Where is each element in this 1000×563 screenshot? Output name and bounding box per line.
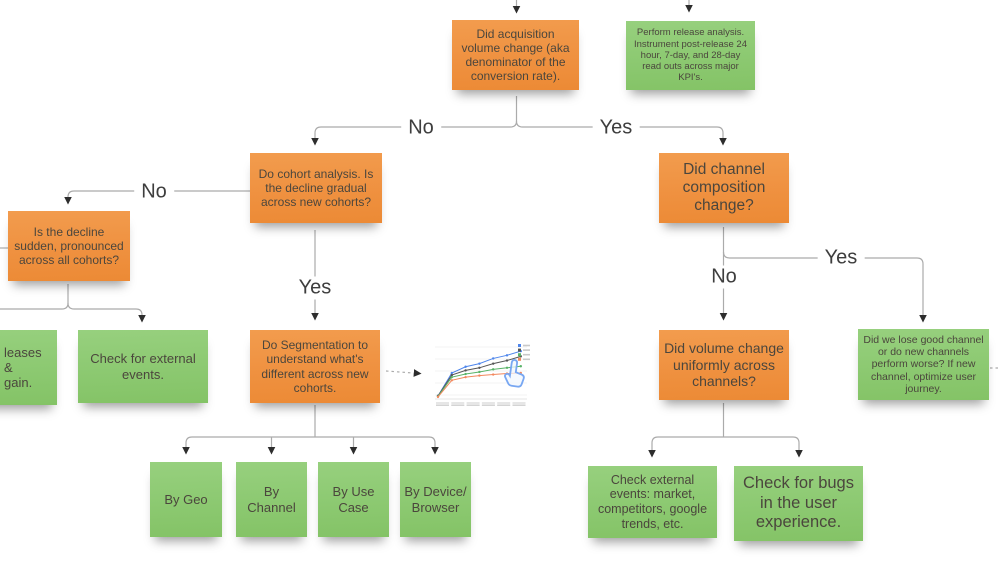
hand-pointer-cursor-icon [502, 358, 528, 390]
connector-volume-children[interactable] [648, 403, 803, 458]
connector-sudden-right-branch[interactable] [67, 302, 146, 323]
note-by-geo[interactable]: By Geo [150, 462, 222, 537]
note-text: Check external events: market, competito… [597, 472, 708, 531]
note-by-channel[interactable]: By Channel [236, 462, 307, 537]
label-yes-segmentation[interactable]: Yes [291, 276, 339, 300]
connector-segmentation-children[interactable] [182, 405, 439, 455]
mini-line-chart[interactable] [431, 337, 533, 413]
connector-channel-yes-branch[interactable] [722, 251, 927, 323]
note-check-bugs[interactable]: Check for bugs in the user experience. [734, 466, 863, 541]
mini-line-chart-svg [435, 344, 530, 406]
note-channel-composition[interactable]: Did channel composition change? [659, 153, 789, 223]
chart-legend [518, 344, 530, 361]
note-clipped-left-edge[interactable]: leases & gain. [0, 330, 57, 405]
connector-acquisition-yes-branch[interactable] [515, 120, 727, 146]
note-text: By Channel [247, 484, 296, 515]
note-text: Is the decline sudden, pronounced across… [14, 224, 124, 268]
label-yes-top[interactable]: Yes [592, 116, 640, 140]
note-text: By Use Case [332, 484, 375, 515]
label-no-top[interactable]: No [401, 116, 441, 140]
note-text: leases & gain. [4, 344, 42, 391]
label-yes-channel[interactable]: Yes [817, 246, 865, 270]
note-check-external-market[interactable]: Check external events: market, competito… [588, 466, 717, 538]
note-decline-sudden[interactable]: Is the decline sudden, pronounced across… [8, 211, 130, 281]
note-text: Did acquisition volume change (aka denom… [461, 26, 570, 84]
note-text: Did volume change uniformly across chann… [664, 340, 784, 390]
note-text: Do Segmentation to understand what's dif… [261, 338, 369, 395]
note-text: Perform release analysis. Instrument pos… [633, 27, 747, 84]
note-volume-uniform[interactable]: Did volume change uniformly across chann… [659, 330, 789, 400]
note-text: Check for external events. [90, 351, 196, 382]
connector-sudden-left-branch[interactable] [0, 284, 69, 310]
connector-cohort-no-branch[interactable] [64, 190, 252, 205]
label-no-channel[interactable]: No [704, 265, 744, 289]
note-external-events[interactable]: Check for external events. [78, 330, 208, 403]
note-acquisition-volume[interactable]: Did acquisition volume change (aka denom… [452, 20, 579, 90]
chart-x-tick-labels [436, 402, 526, 406]
note-lose-good-channel[interactable]: Did we lose good channel or do new chann… [858, 329, 989, 400]
note-text: Did channel composition change? [682, 160, 766, 215]
note-text: Do cohort analysis. Is the decline gradu… [258, 166, 374, 210]
connector-segmentation-to-chart-dashed[interactable] [385, 369, 422, 377]
note-by-device-browser[interactable]: By Device/ Browser [400, 462, 471, 537]
note-text: By Geo [164, 491, 208, 507]
note-cohort-analysis[interactable]: Do cohort analysis. Is the decline gradu… [250, 153, 382, 223]
note-segmentation[interactable]: Do Segmentation to understand what's dif… [250, 330, 380, 403]
note-text: Did we lose good channel or do new chann… [863, 333, 984, 396]
note-text: By Device/ Browser [404, 484, 467, 515]
note-text: Check for bugs in the user experience. [743, 474, 854, 532]
note-release-analysis[interactable]: Perform release analysis. Instrument pos… [626, 21, 755, 90]
note-by-use-case[interactable]: By Use Case [318, 462, 389, 537]
label-no-left[interactable]: No [134, 180, 174, 204]
